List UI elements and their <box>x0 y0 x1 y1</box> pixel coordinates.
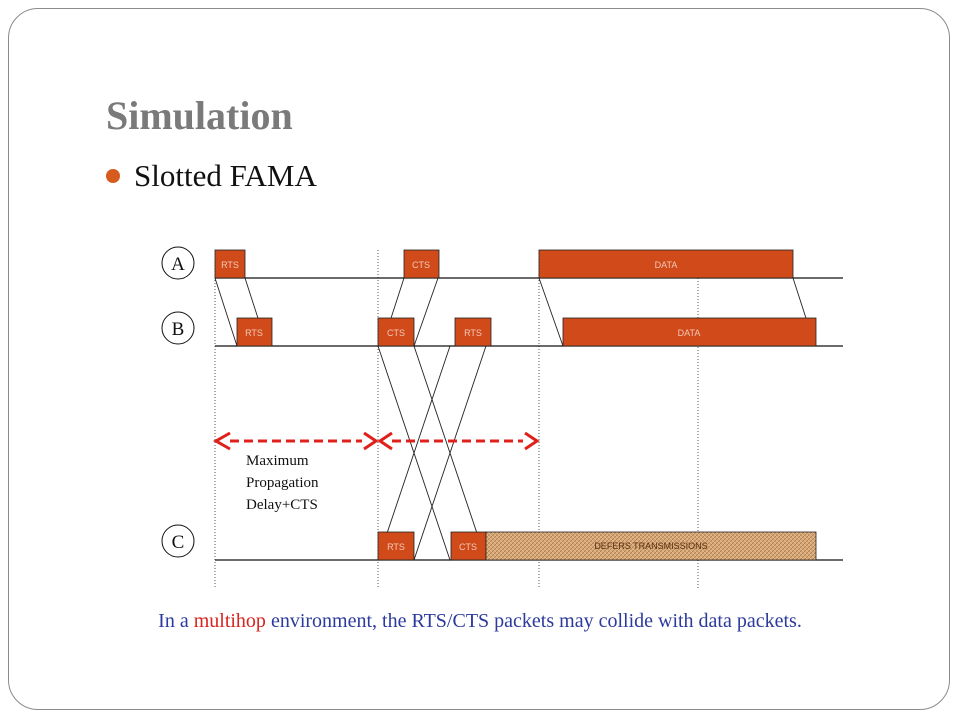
packet-a-rts-label: RTS <box>221 260 239 270</box>
node-b-circle <box>161 311 195 345</box>
slide-frame <box>8 8 950 710</box>
packet-a-cts-label: CTS <box>412 260 430 270</box>
packet-a-rts <box>214 249 246 279</box>
packet-a-data-label: DATA <box>655 260 678 270</box>
packet-b-cts-label: CTS <box>387 328 405 338</box>
propagation-arrow <box>377 431 540 451</box>
packet-b-rts-label: RTS <box>245 328 263 338</box>
propagation-line <box>538 277 564 347</box>
caption-highlight: multihop <box>193 610 266 632</box>
packet-b-rts <box>236 317 273 347</box>
caption-after: environment, the RTS/CTS packets may col… <box>265 610 802 632</box>
node-a-label: A <box>171 254 185 275</box>
propagation-line <box>214 277 238 347</box>
annotation-line: Propagation <box>246 475 319 491</box>
caption-before: In a <box>158 610 194 632</box>
annotation-line: Maximum <box>246 453 309 469</box>
packet-b-rts2-label: RTS <box>464 328 482 338</box>
packet-c-cts-label: CTS <box>459 542 477 552</box>
packet-a-cts <box>403 249 440 279</box>
propagation-line <box>413 345 487 561</box>
packet-c-rts-label: RTS <box>387 542 405 552</box>
packet-c-defers <box>485 531 817 561</box>
bullet-dot-icon <box>106 169 120 183</box>
packet-c-cts <box>450 531 487 561</box>
packet-b-data <box>562 317 817 347</box>
caption: In a multihop environment, the RTS/CTS p… <box>0 610 960 633</box>
node-c-label: C <box>172 532 185 553</box>
propagation-annotation: Maximum Propagation Delay+CTS <box>246 450 319 516</box>
packet-c-rts <box>377 531 415 561</box>
propagation-line <box>377 345 451 561</box>
annotation-line: Delay+CTS <box>246 497 318 513</box>
node-a-circle <box>161 246 195 280</box>
node-c-circle <box>161 524 195 558</box>
node-b-label: B <box>172 319 185 340</box>
propagation-line <box>413 277 439 347</box>
packet-b-cts <box>377 317 415 347</box>
slide-title: Simulation <box>106 93 293 138</box>
bullet-item: Slotted FAMA <box>106 158 317 194</box>
propagation-arrow <box>212 431 379 451</box>
packet-c-defers-label: DEFERS TRANSMISSIONS <box>594 541 707 551</box>
packet-a-data <box>538 249 794 279</box>
packet-b-data-label: DATA <box>678 328 701 338</box>
packet-b-rts2 <box>454 317 492 347</box>
bullet-text: Slotted FAMA <box>134 158 317 193</box>
